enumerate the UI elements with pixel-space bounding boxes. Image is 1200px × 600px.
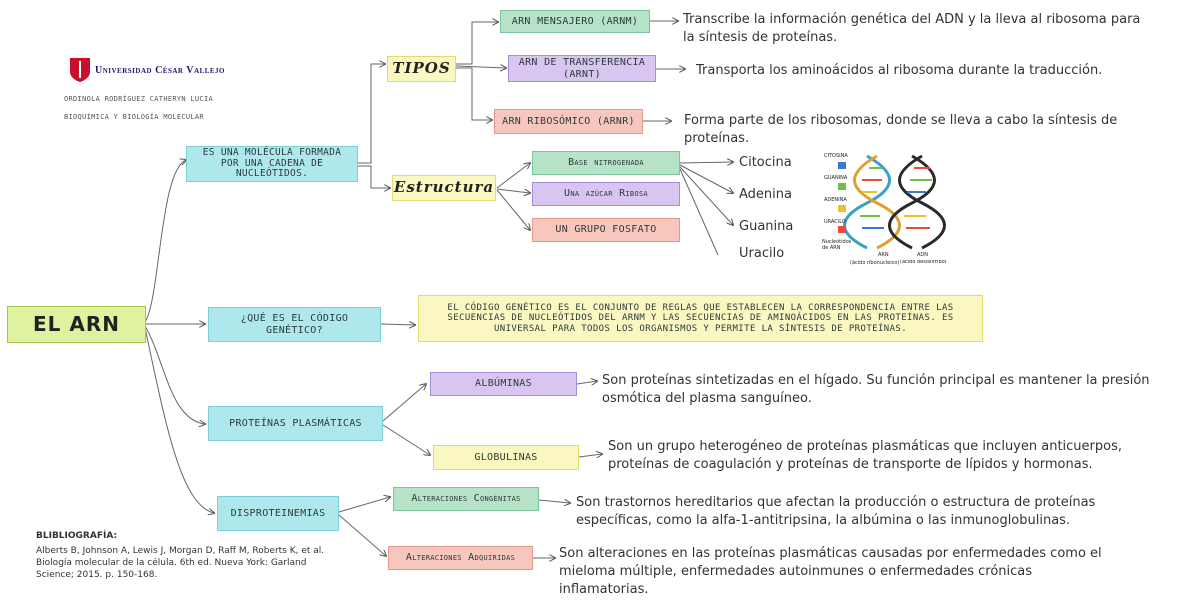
university-logo: Universidad César Vallejo [70,58,225,82]
tipo-arnt[interactable]: ARN de transferencia (ARNt) [508,55,656,82]
codigo-question[interactable]: ¿Qué es el código genético? [208,307,381,342]
label-uracilo: URACILO [824,219,846,225]
estructura-fosfato[interactable]: un grupo fosfato [532,218,680,242]
base-citocina: Citocina [739,155,792,170]
molecule-node[interactable]: Es una molécula formada por una cadena d… [186,146,358,182]
base-guanina: Guanina [739,219,794,234]
adquiridas-desc: Son alteraciones en las proteínas plasmá… [559,546,1102,598]
course-name: BIOQUÍMICA Y BIOLOGÍA MOLECULAR [64,113,204,121]
disproteinemias-node[interactable]: Disproteinemias [217,496,339,531]
label-citosina: CITOSINA [824,153,848,159]
tipo-arnr[interactable]: ARN ribosómico (ARNr) [494,109,643,134]
tipo-arnm-desc: Transcribe la información genética del A… [683,12,1141,46]
label-arn-sub: (ácido ribonucleico) [850,260,900,266]
tipos-node[interactable]: TIPOS [387,56,456,82]
label-adenina: ADENINA [824,197,847,203]
tipo-arnm[interactable]: ARN mensajero (ARNm) [500,10,650,33]
root-node[interactable]: EL ARN [7,306,146,343]
estructura-base[interactable]: Base nitrogenada [532,151,680,175]
tipo-arnt-desc: Transporta los aminoácidos al ribosoma d… [696,63,1103,78]
base-adenina: Adenina [739,187,792,202]
rna-dna-illustration: CITOSINA GUANINA ADENINA URACILO Nucleót… [822,148,947,270]
label-adn-sub: (ácido desoxirribonucleico) [900,260,946,265]
alteraciones-congenitas[interactable]: Alteraciones Congénitas [393,487,539,511]
dna-helix-icon [838,154,946,250]
bibliografia-title: BLIBLIOGRAFÍA: [36,531,118,541]
label-guanina: GUANINA [824,175,848,181]
proteina-albuminas[interactable]: Albúminas [430,372,577,396]
estructura-node[interactable]: Estructura [392,175,496,201]
tipo-arnr-desc: Forma parte de los ribosomas, donde se l… [684,113,1118,147]
bibliografia-text: Alberts B, Johnson A, Lewis J, Morgan D,… [36,546,325,581]
albuminas-desc: Son proteínas sintetizadas en el hígado.… [602,373,1150,407]
estructura-azucar[interactable]: Una azúcar Ribosa [532,182,680,206]
shield-icon [70,58,90,82]
label-arn: ARN [878,252,889,258]
proteina-globulinas[interactable]: Globulinas [433,445,579,470]
codigo-answer[interactable]: El código genético es el conjunto de reg… [418,295,983,342]
author-name: ORDINOLA RODRÍGUEZ CATHERYN LUCIA [64,95,213,103]
globulinas-desc: Son un grupo heterogéneo de proteínas pl… [608,439,1122,473]
university-name: Universidad César Vallejo [95,64,226,76]
proteinas-node[interactable]: Proteínas plasmáticas [208,406,383,441]
label-adn: ADN [917,252,929,258]
base-uracilo: Uracilo [739,246,785,261]
label-nucleotidos: Nucleótidos de ARN [822,239,852,251]
alteraciones-adquiridas[interactable]: Alteraciones Adquiridas [388,546,533,570]
congenitas-desc: Son trastornos hereditarios que afectan … [576,495,1096,529]
